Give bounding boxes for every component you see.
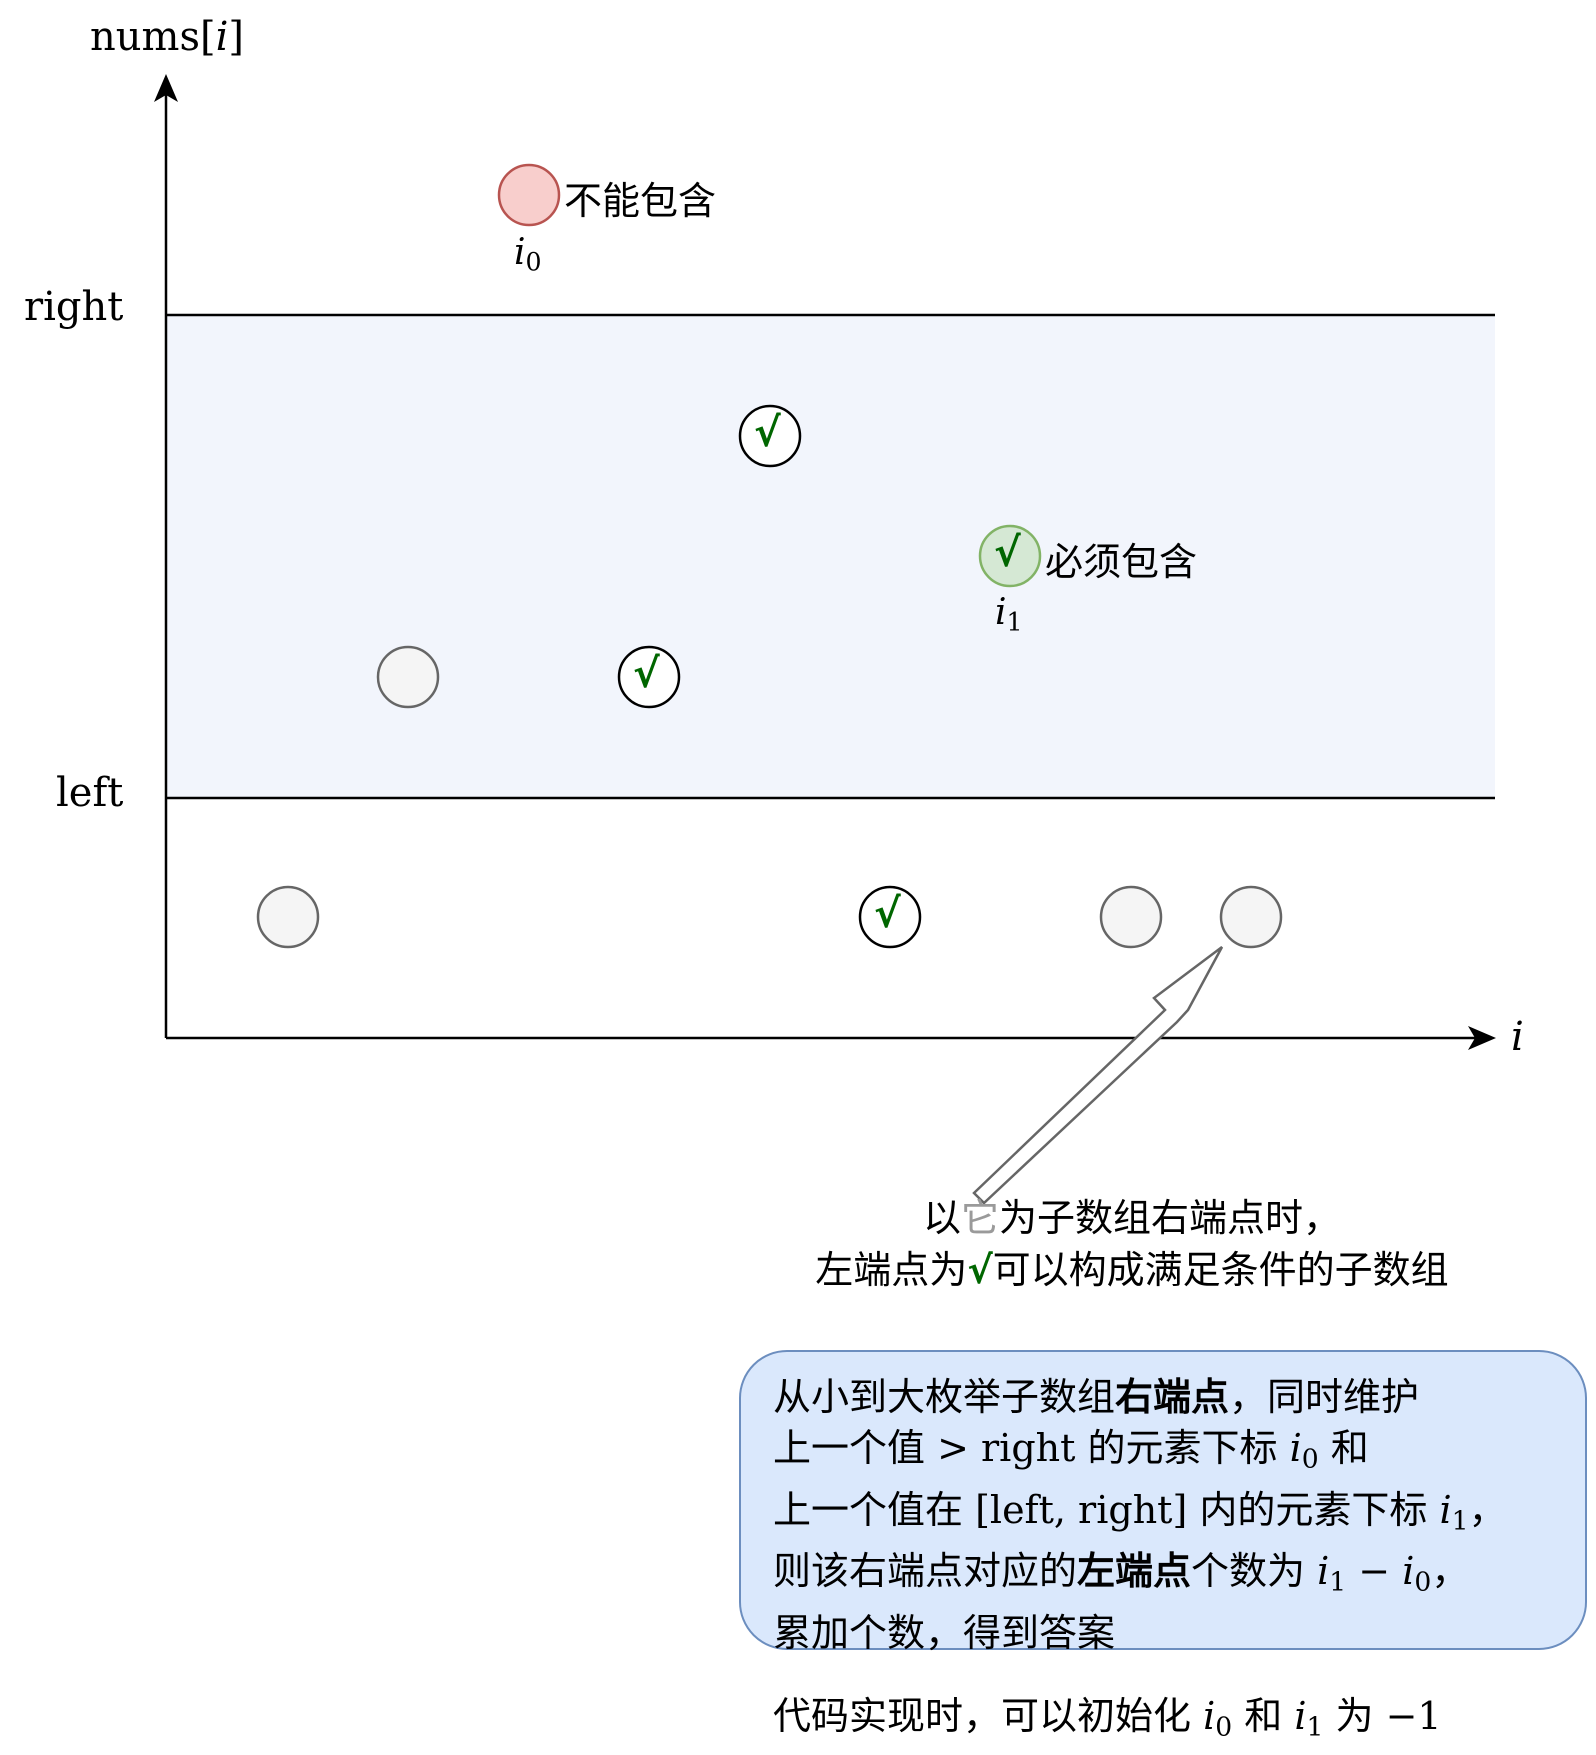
x-axis-label: i: [1511, 1014, 1524, 1060]
explanation-box: [739, 1350, 1587, 1650]
check-point-upper: [738, 404, 802, 468]
i1-label: i1: [995, 592, 1023, 637]
explanation-line-2: 上一个值 > right 的元素下标 i0 和: [773, 1426, 1369, 1475]
arrow-caption: 以它为子数组右端点时， 左端点为√可以构成满足条件的子数组: [632, 1192, 1596, 1296]
check-point-below: [858, 885, 922, 949]
caption-line-2: 左端点为√可以构成满足条件的子数组: [815, 1248, 1449, 1292]
right-label: right: [24, 284, 124, 330]
grey-point-below-3: [1219, 885, 1283, 949]
explanation-line-1: 从小到大枚举子数组右端点，同时维护: [773, 1375, 1420, 1419]
caption-line-1: 以它为子数组右端点时，: [922, 1196, 1342, 1240]
check-mark-i1: √: [994, 530, 1021, 576]
i0-label: i0: [514, 232, 542, 277]
x-axis-arrowhead: [1468, 1026, 1496, 1050]
explanation-line-5: 累加个数，得到答案: [773, 1610, 1116, 1655]
grey-point-below-1: [256, 885, 320, 949]
check-mark-upper: √: [754, 410, 781, 456]
check-point-lower: [617, 645, 681, 709]
excluded-label: 不能包含: [564, 179, 717, 223]
left-label: left: [56, 770, 124, 816]
check-mark-below: √: [874, 891, 901, 937]
y-axis-label: nums[i]: [90, 14, 244, 60]
check-mark-lower: √: [633, 651, 660, 697]
explanation-line-3: 上一个值在 [left, right] 内的元素下标 i1，: [773, 1487, 1507, 1537]
grey-point-below-2: [1099, 885, 1163, 949]
i0-point: [497, 163, 561, 227]
implementation-note: 代码实现时，可以初始化 i0 和 i1 为 −1: [773, 1694, 1442, 1743]
y-axis-arrowhead: [154, 74, 178, 102]
explanation-text: 从小到大枚举子数组右端点，同时维护 上一个值 > right 的元素下标 i0 …: [773, 1372, 1507, 1659]
grey-point-in-band: [376, 645, 440, 709]
i1-point: [978, 524, 1042, 588]
valid-range-band: [166, 315, 1495, 798]
pointer-arrow: [972, 946, 1224, 1205]
included-label: 必须包含: [1045, 540, 1198, 584]
explanation-line-4: 则该右端点对应的左端点个数为 i1 − i0，: [773, 1549, 1470, 1598]
